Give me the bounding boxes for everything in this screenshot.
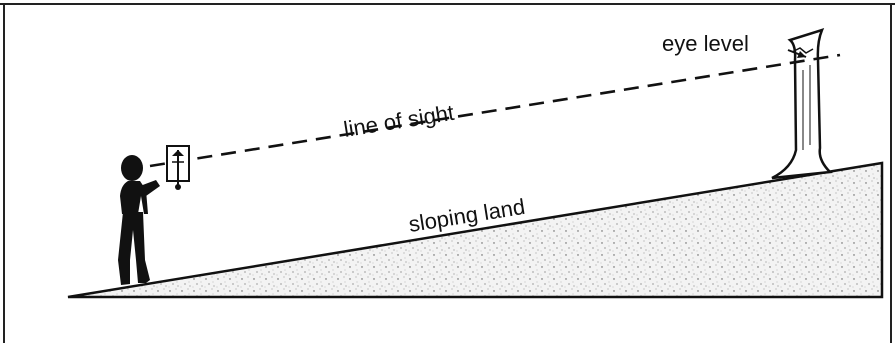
- person-silhouette-icon: [118, 155, 160, 285]
- line-of-sight-label: line of sight: [342, 100, 456, 142]
- eye-level-arrowhead: [797, 51, 806, 58]
- sloping-land-area: [67, 161, 884, 299]
- eye-level-label: eye level: [662, 31, 749, 56]
- sighting-board-icon: [166, 145, 190, 190]
- tree-trunk-icon: [771, 28, 833, 180]
- line-of-sight-line: [149, 53, 841, 168]
